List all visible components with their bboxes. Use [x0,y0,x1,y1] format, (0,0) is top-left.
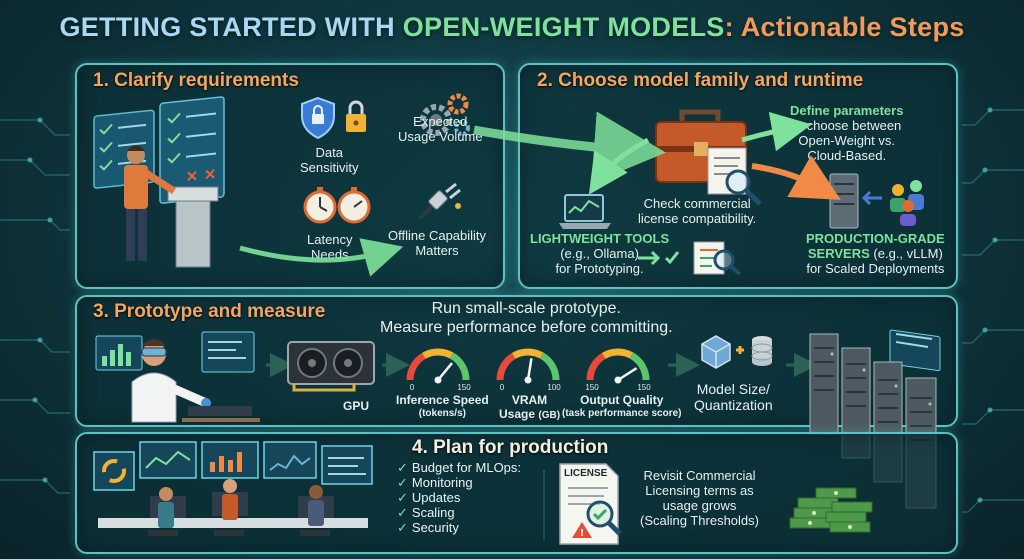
gauge-needle [617,367,638,382]
gauge-hub [524,376,532,384]
model-cubes-icon [701,335,773,369]
performance-gauges: 0 150 0 100 150 150 [406,348,651,392]
define-parameters: Define parameters to choose between Open… [790,103,904,163]
budget-item: ✓Budget for MLOps: [397,460,522,475]
gauge-tick-label: 150 [457,383,471,392]
gauge-arc [449,352,470,381]
svg-text:!: ! [580,528,585,539]
money-stack-icon [789,487,873,533]
shield-lock-icon [301,96,366,140]
gauge-tick-label: 150 [637,383,651,392]
license-doc-title: LICENSE [564,468,608,479]
gpu-icon [287,341,375,392]
lightweight-tools: LIGHTWEIGHT TOOLS (e.g., Ollama) for Pro… [530,231,670,276]
gauge-label-quality: Output Quality (task performance score) [562,393,682,419]
production-servers: PRODUCTION-GRADE SERVERS (e.g., vLLM) fo… [806,231,945,276]
laptop-icon [559,194,611,229]
budget-item: ✓Scaling [397,505,455,520]
toolbox-icon [655,109,762,206]
gauge-tick-label: 100 [547,383,561,392]
gauge-tick-label: 0 [500,383,505,392]
gauge-label-inference: Inference Speed (tokens/s) [396,393,489,419]
gauge-arc [586,352,606,381]
gauge-tick-label: 150 [585,383,599,392]
budget-item: ✓Security [397,520,459,535]
gears-icon [420,93,470,136]
gauge-hub [614,376,622,384]
checklist-magnifier-icon [638,241,742,276]
gpu-label: GPU [343,399,370,413]
stopwatch-icon [303,187,371,224]
step4-heading: 4. Plan for production [412,437,609,458]
gauge-label-vram: VRAM Usage (GB) [499,393,561,421]
gauge-arc [511,348,544,360]
scientist-workstation-illustration [95,331,260,423]
license-document-icon: ! [559,463,622,545]
gauge-hub [434,376,442,384]
budget-item: ✓Monitoring [397,475,473,490]
gauge-arc [601,348,634,360]
revisit-licensing: Revisit Commercial Licensing terms as us… [640,468,759,528]
step1-heading: 1. Clarify requirements [93,70,299,91]
gauge-arc [496,352,516,381]
gauge-needle [526,358,533,381]
mlops-budget-list: ✓Budget for MLOps: ✓Monitoring ✓Updates … [397,460,521,535]
gauge-arc [539,352,560,381]
gauge-arc [421,348,454,360]
model-size-label: Model Size/ Quantization [694,381,773,414]
prototype-instructions: Run small-scale prototype. Measure perfo… [380,300,673,337]
checklist-engineer-illustration [93,96,225,268]
plug-icon [418,182,461,220]
gauge-arc [629,352,650,381]
operations-room-illustration [93,441,373,536]
gauge-tick-label: 0 [410,383,415,392]
budget-item: ✓Updates [397,490,461,505]
page-title: GETTING STARTED WITH OPEN-WEIGHT MODELS:… [59,12,965,42]
step3-heading: 3. Prototype and measure [93,301,326,322]
step2-heading: 2. Choose model family and runtime [537,70,864,91]
gauge-needle [437,362,453,381]
gauge-arc [406,352,426,381]
